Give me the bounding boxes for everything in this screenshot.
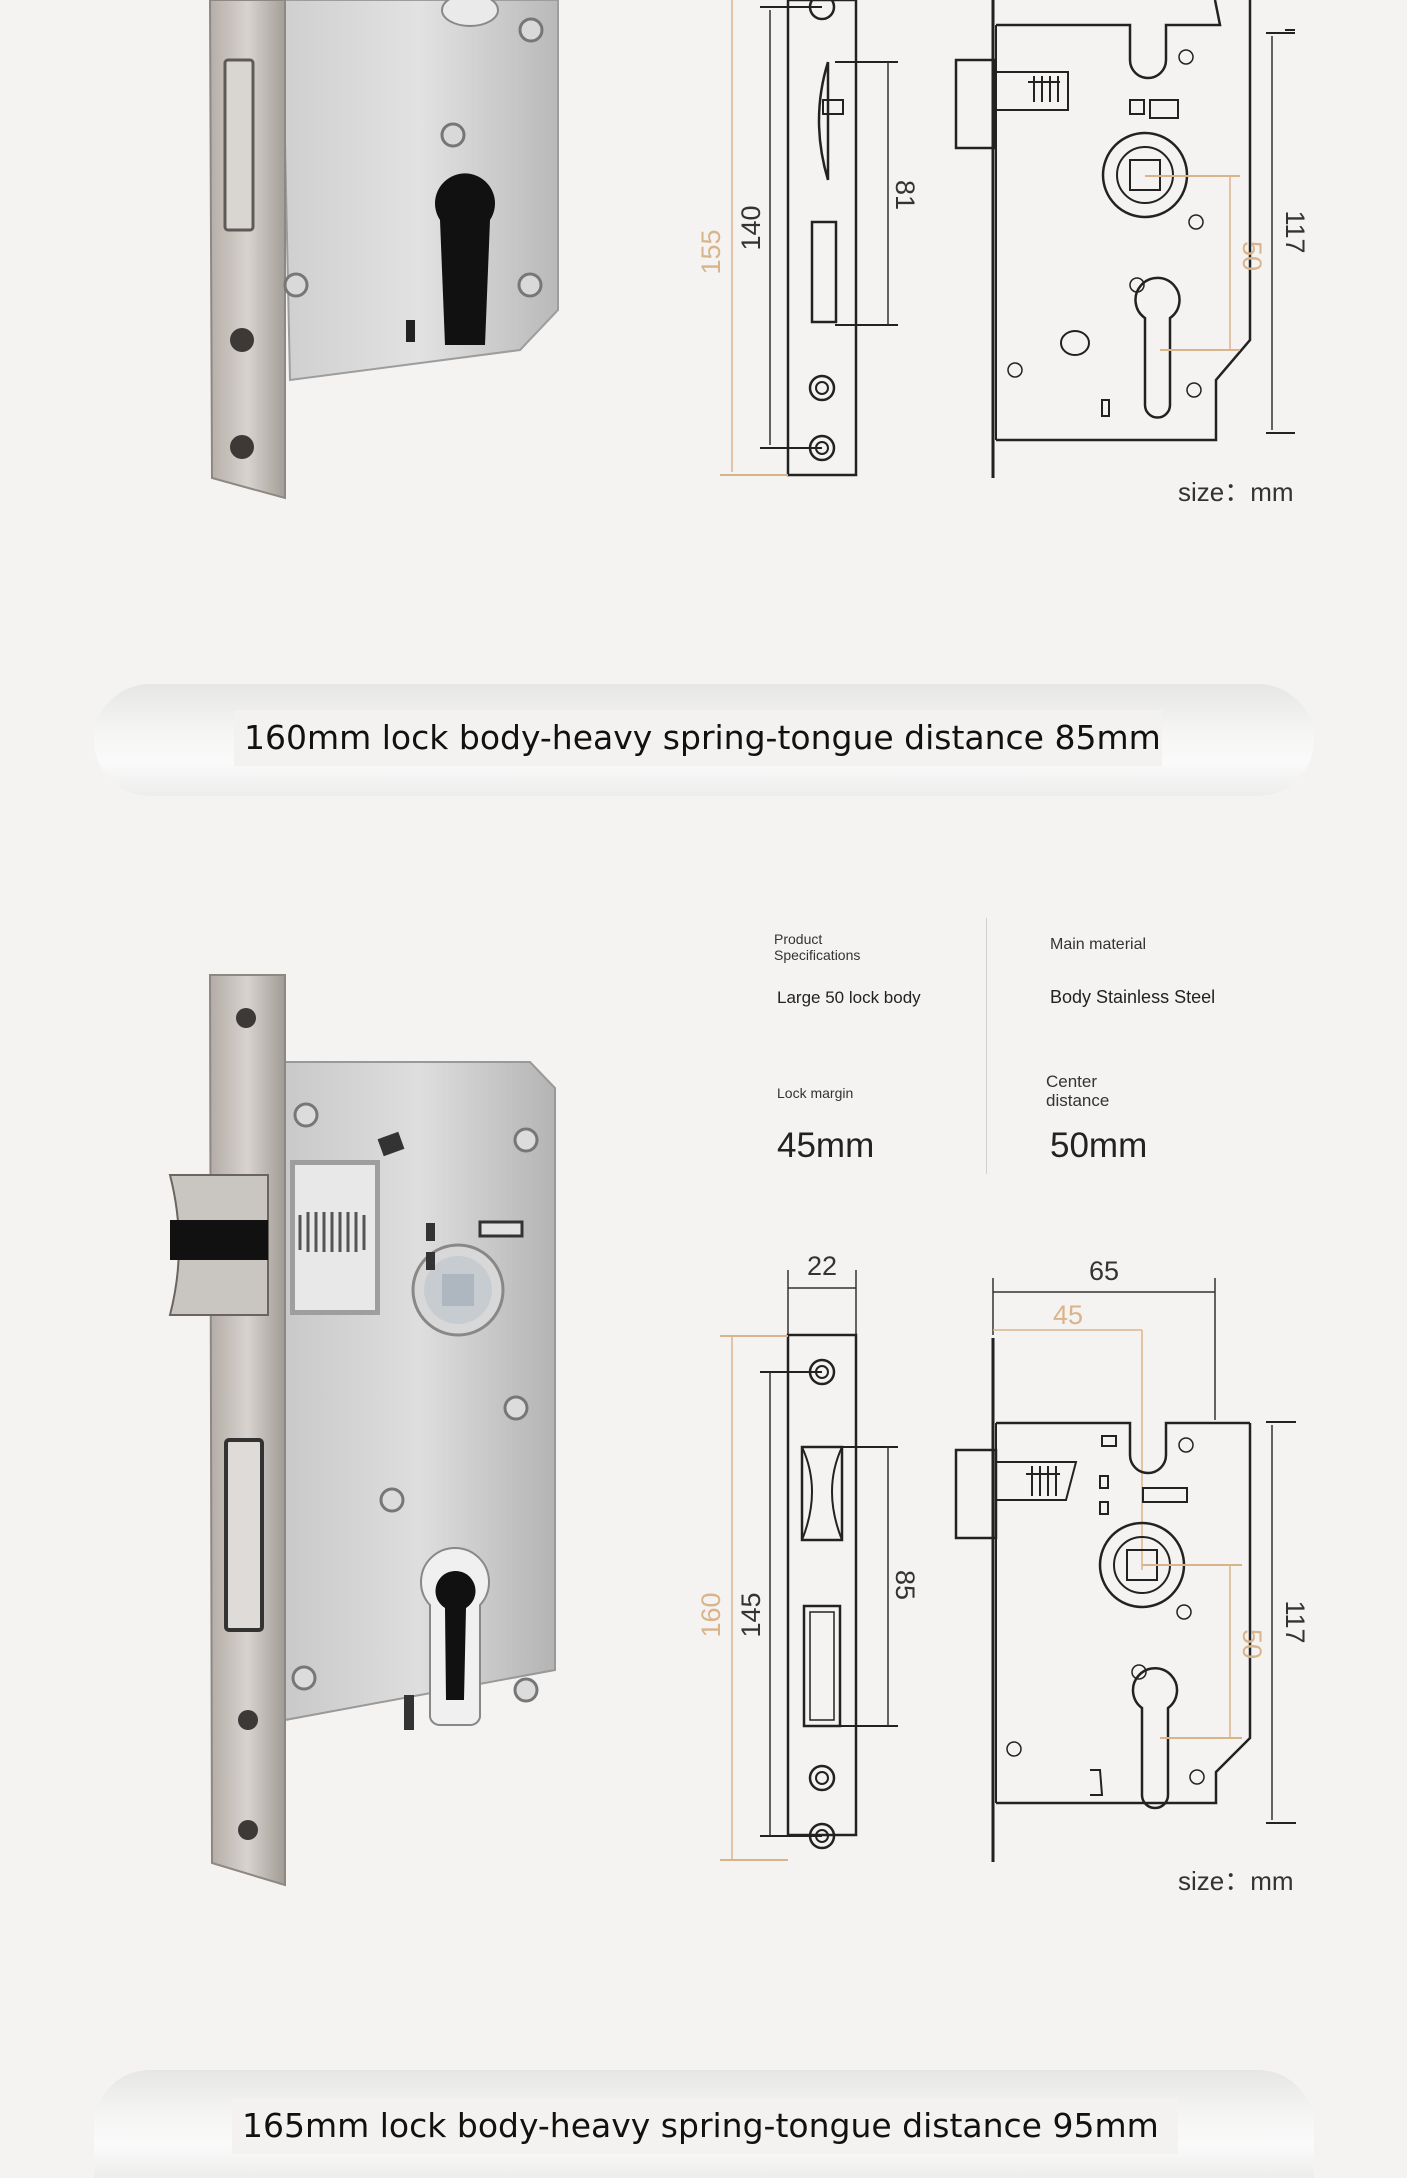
size-note-1: size：mm xyxy=(1178,477,1294,507)
dim-right-85: 85 xyxy=(890,1570,920,1600)
dim-center-50: 50 xyxy=(1237,241,1267,271)
spec-divider xyxy=(986,918,987,1174)
spec-margin-value: 45mm xyxy=(777,1126,875,1165)
dim-total-160: 160 xyxy=(696,1592,726,1637)
dim-body-117: 117 xyxy=(1280,210,1310,253)
dimension-drawing-1: 155 140 81 50 117 xyxy=(696,0,1310,478)
spec-material-label: Main material xyxy=(1050,936,1147,953)
spec-product-label: Product Specifications xyxy=(774,931,861,963)
dim-total-155: 155 xyxy=(696,229,726,274)
size-note-2: size：mm xyxy=(1178,1866,1294,1896)
dim-body-117: 117 xyxy=(1280,1600,1310,1643)
dim-backset-45: 45 xyxy=(1053,1300,1083,1330)
dim-body-65: 65 xyxy=(1089,1256,1119,1286)
dimension-drawing-2: 22 65 45 160 145 85 50 117 xyxy=(696,1251,1310,1862)
banner-2-label: 165mm lock body-heavy spring-tongue dist… xyxy=(232,2098,1178,2154)
spec-margin-label: Lock margin xyxy=(777,1085,854,1101)
spec-center-label: Center distance xyxy=(1046,1072,1110,1110)
dim-mid-140: 140 xyxy=(736,205,766,250)
lock-photo-1 xyxy=(208,0,559,500)
dim-mid-145: 145 xyxy=(736,1592,766,1637)
spec-material-value: Body Stainless Steel xyxy=(1050,987,1216,1007)
dim-right-81: 81 xyxy=(890,180,920,210)
lock-photo-2 xyxy=(168,974,556,1887)
banner-1-label: 160mm lock body-heavy spring-tongue dist… xyxy=(234,710,1162,766)
spec-center-value: 50mm xyxy=(1050,1126,1148,1165)
dim-faceplate-22: 22 xyxy=(807,1251,837,1281)
spec-product-value: Large 50 lock body xyxy=(777,988,921,1007)
dim-center-50: 50 xyxy=(1237,1629,1267,1659)
